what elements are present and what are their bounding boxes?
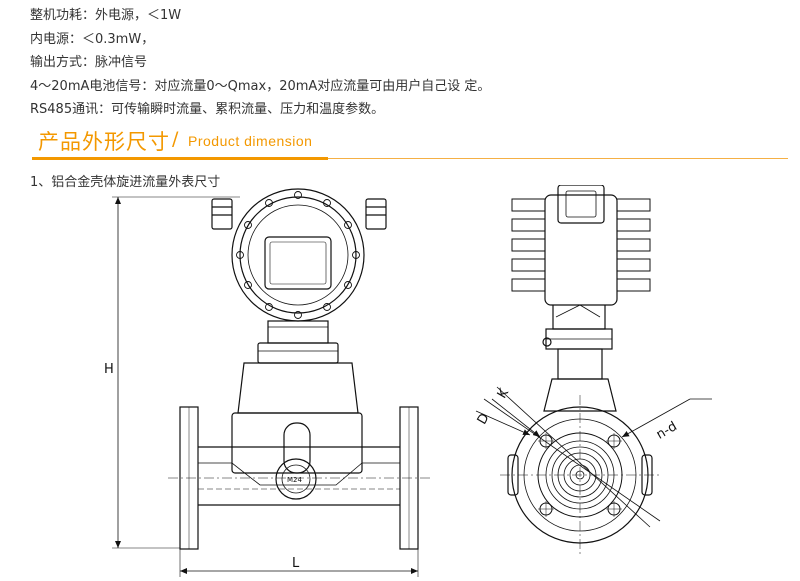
dim-label-outer-diameter: D — [475, 411, 493, 427]
section-underline-thick — [32, 157, 328, 160]
section-title-cn: 产品外形尺寸 — [38, 130, 170, 154]
dimension-drawing: M24 H L — [104, 185, 712, 577]
side-view — [475, 185, 712, 557]
spec-internal-power: 内电源：＜0.3mW， — [30, 31, 155, 47]
spec-list: 整机功耗：外电源，＜1W 内电源：＜0.3mW， 输出方式：脉冲信号 4～20m… — [30, 4, 490, 122]
section-title-separator: / — [172, 128, 179, 150]
section-title-en: Product dimension — [188, 133, 313, 149]
spec-current-signal: 4～20mA电池信号：对应流量0～Qmax，20mA对应流量可由用户自己设 定。 — [30, 78, 491, 94]
spec-power-consumption: 整机功耗：外电源，＜1W — [30, 8, 182, 23]
front-view: M24 — [112, 188, 430, 577]
spec-rs485: RS485通讯：可传输瞬时流量、累积流量、压力和温度参数。 — [30, 102, 385, 117]
section-header-dimension: 产品外形尺寸 / Product dimension — [0, 126, 788, 160]
dim-label-length: L — [292, 556, 300, 571]
dim-label-bolt-holes: n-d — [654, 419, 680, 443]
dim-label-height: H — [104, 362, 114, 377]
port-label: M24 — [287, 476, 302, 484]
spec-output-mode: 输出方式：脉冲信号 — [30, 55, 148, 70]
section-underline-thin — [328, 158, 788, 159]
figure-caption: 1、铝合金壳体旋进流量外表尺寸 — [30, 175, 221, 190]
